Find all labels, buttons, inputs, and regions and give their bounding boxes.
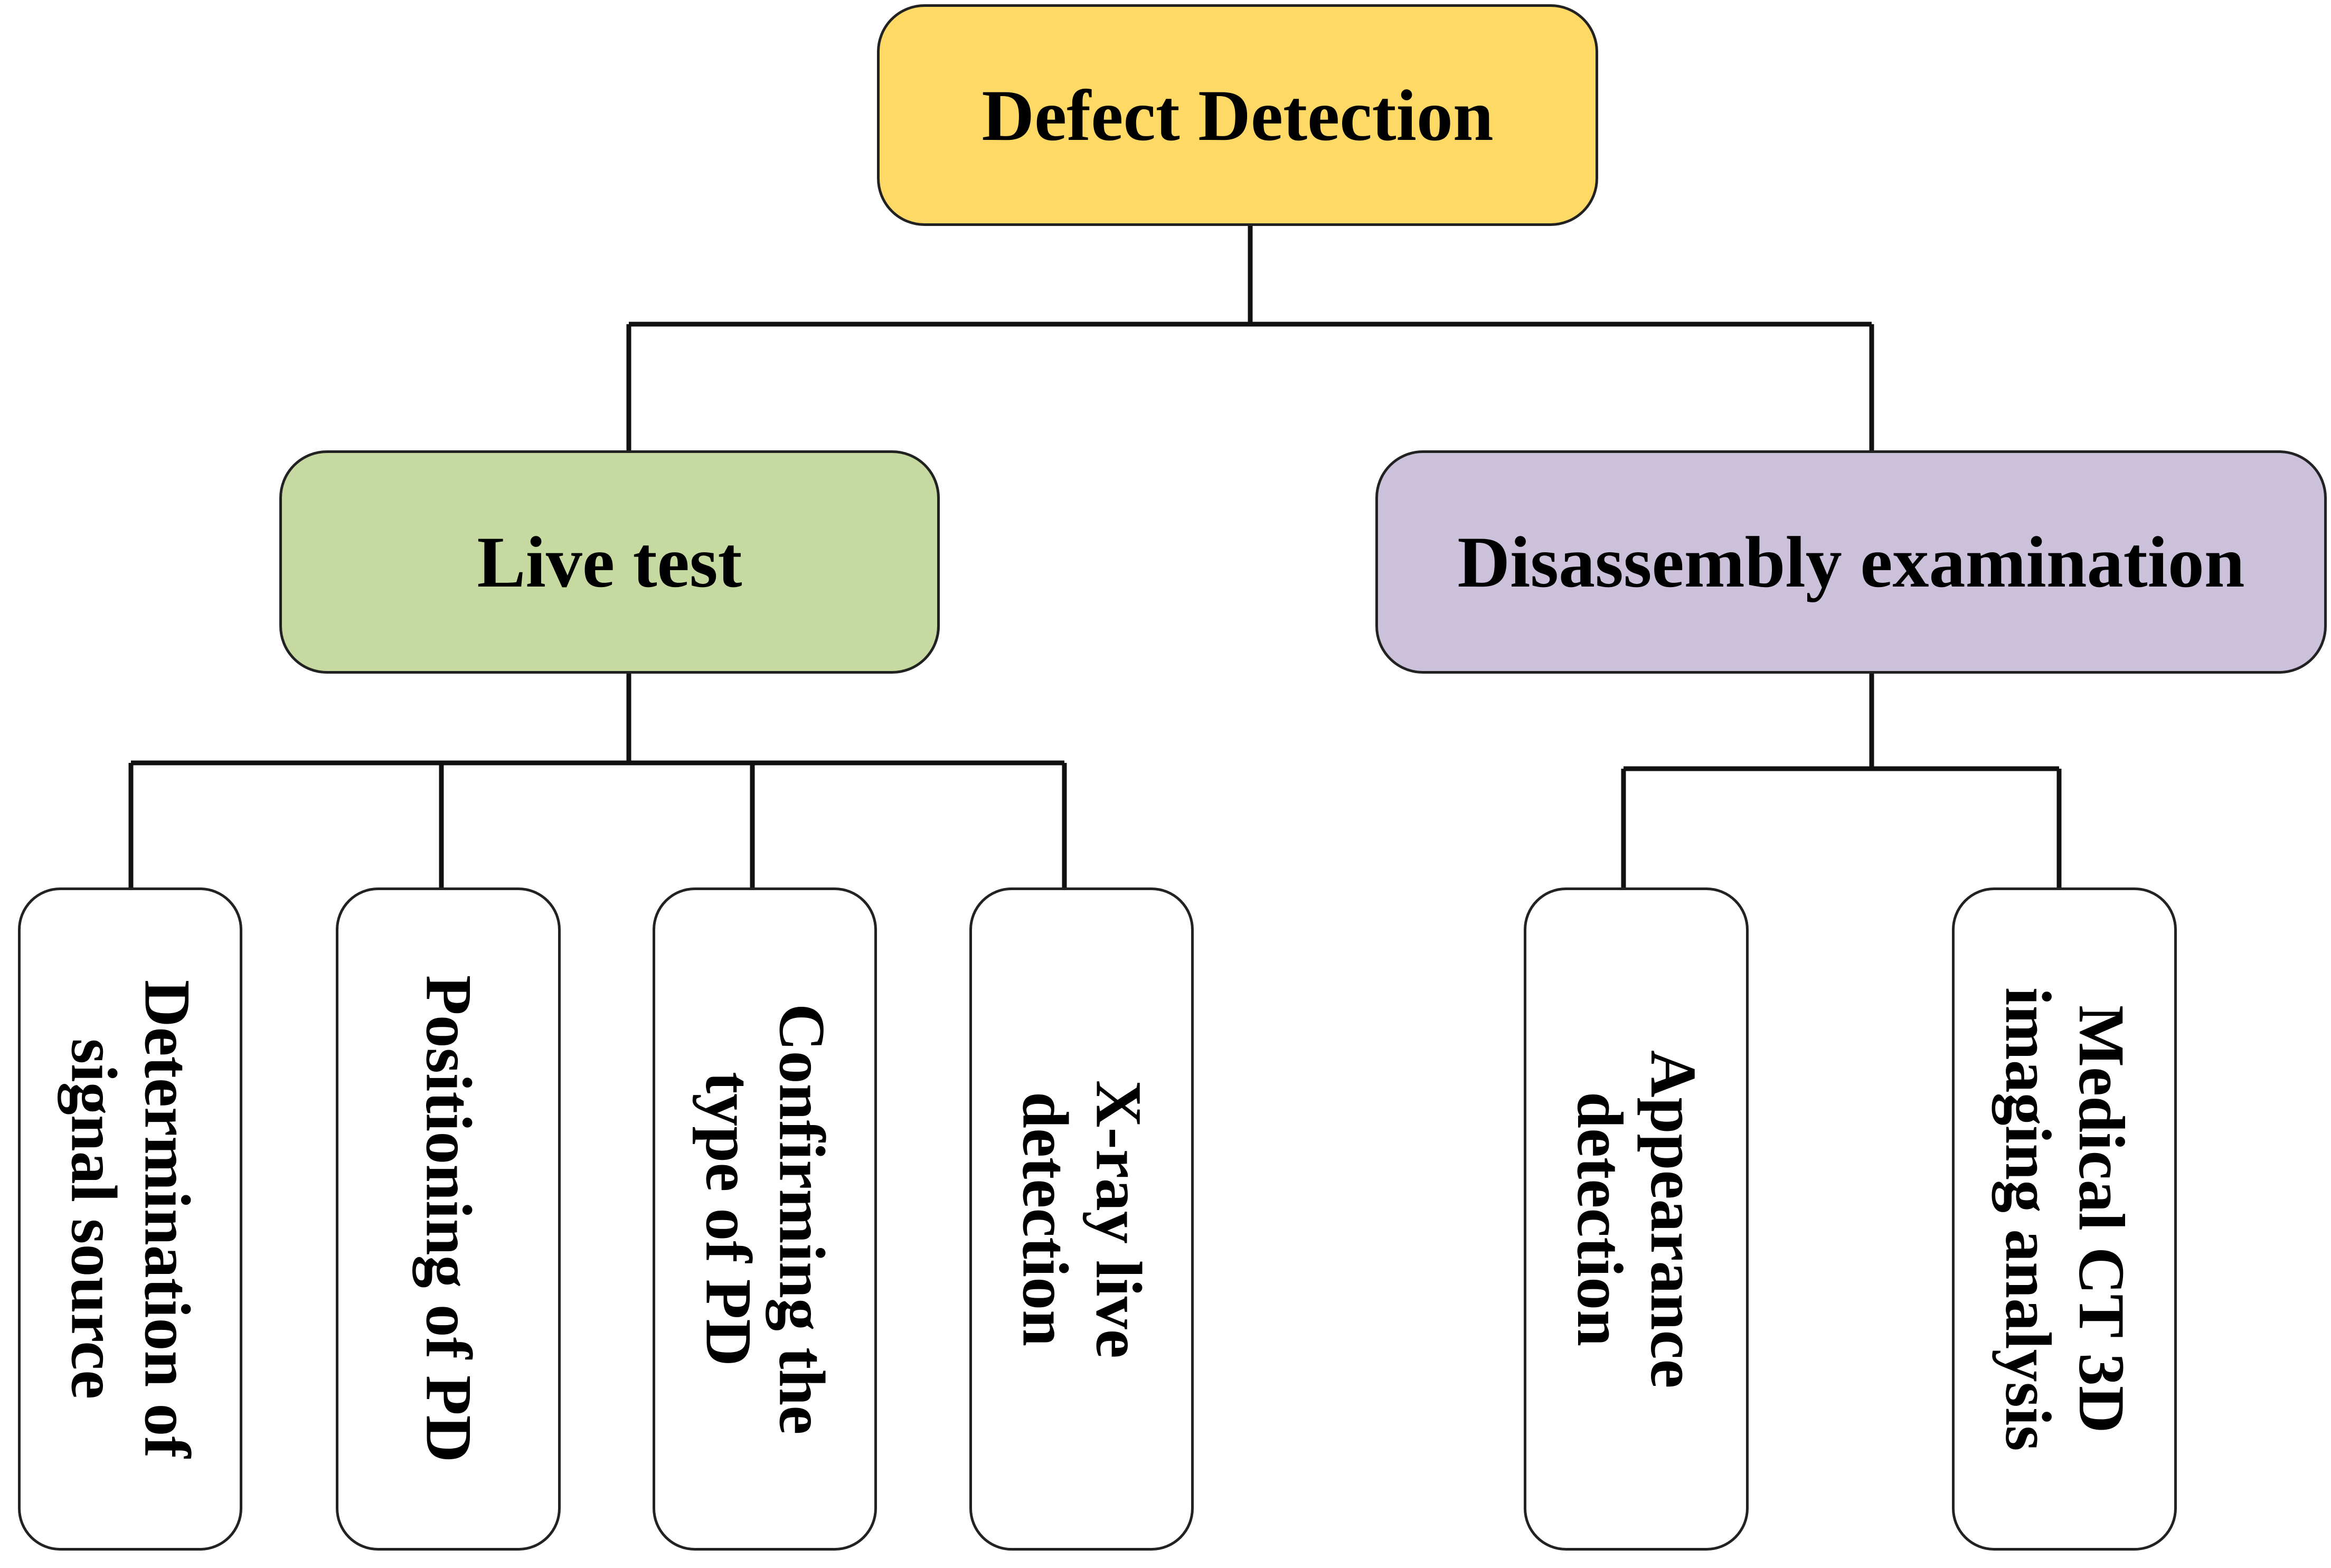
leaf-label: Positioning of PD <box>412 975 485 1463</box>
leaf-medical-ct-3d-imaging: Medical CT 3D imaging analysis <box>1952 887 2177 1551</box>
disassembly-connector <box>1621 674 2062 887</box>
root-connector <box>626 226 1874 450</box>
disassembly-label: Disassembly examination <box>1457 522 2245 602</box>
leaf-positioning-of-pd: Positioning of PD <box>336 887 561 1551</box>
live-test-connector <box>128 674 1067 887</box>
leaf-determination-of-signal-source: Determination of signal source <box>18 887 242 1551</box>
root-label: Defect Detection <box>982 74 1494 156</box>
leaf-appearance-detection: Appearance detection <box>1524 887 1749 1551</box>
leaf-label: X-ray live detection <box>1009 1080 1155 1358</box>
node-disassembly-examination: Disassembly examination <box>1375 450 2327 674</box>
leaf-label: Medical CT 3D imaging analysis <box>1992 987 2138 1451</box>
live-test-label: Live test <box>477 522 742 602</box>
leaf-confirming-type-of-pd: Confirming the type of PD <box>653 887 877 1551</box>
leaf-label: Appearance detection <box>1564 1050 1710 1388</box>
leaf-xray-live-detection: X-ray live detection <box>969 887 1194 1551</box>
root-node-defect-detection: Defect Detection <box>877 4 1598 226</box>
leaf-label: Confirming the type of PD <box>692 1003 838 1435</box>
node-live-test: Live test <box>279 450 940 674</box>
leaf-label: Determination of signal source <box>58 980 204 1458</box>
